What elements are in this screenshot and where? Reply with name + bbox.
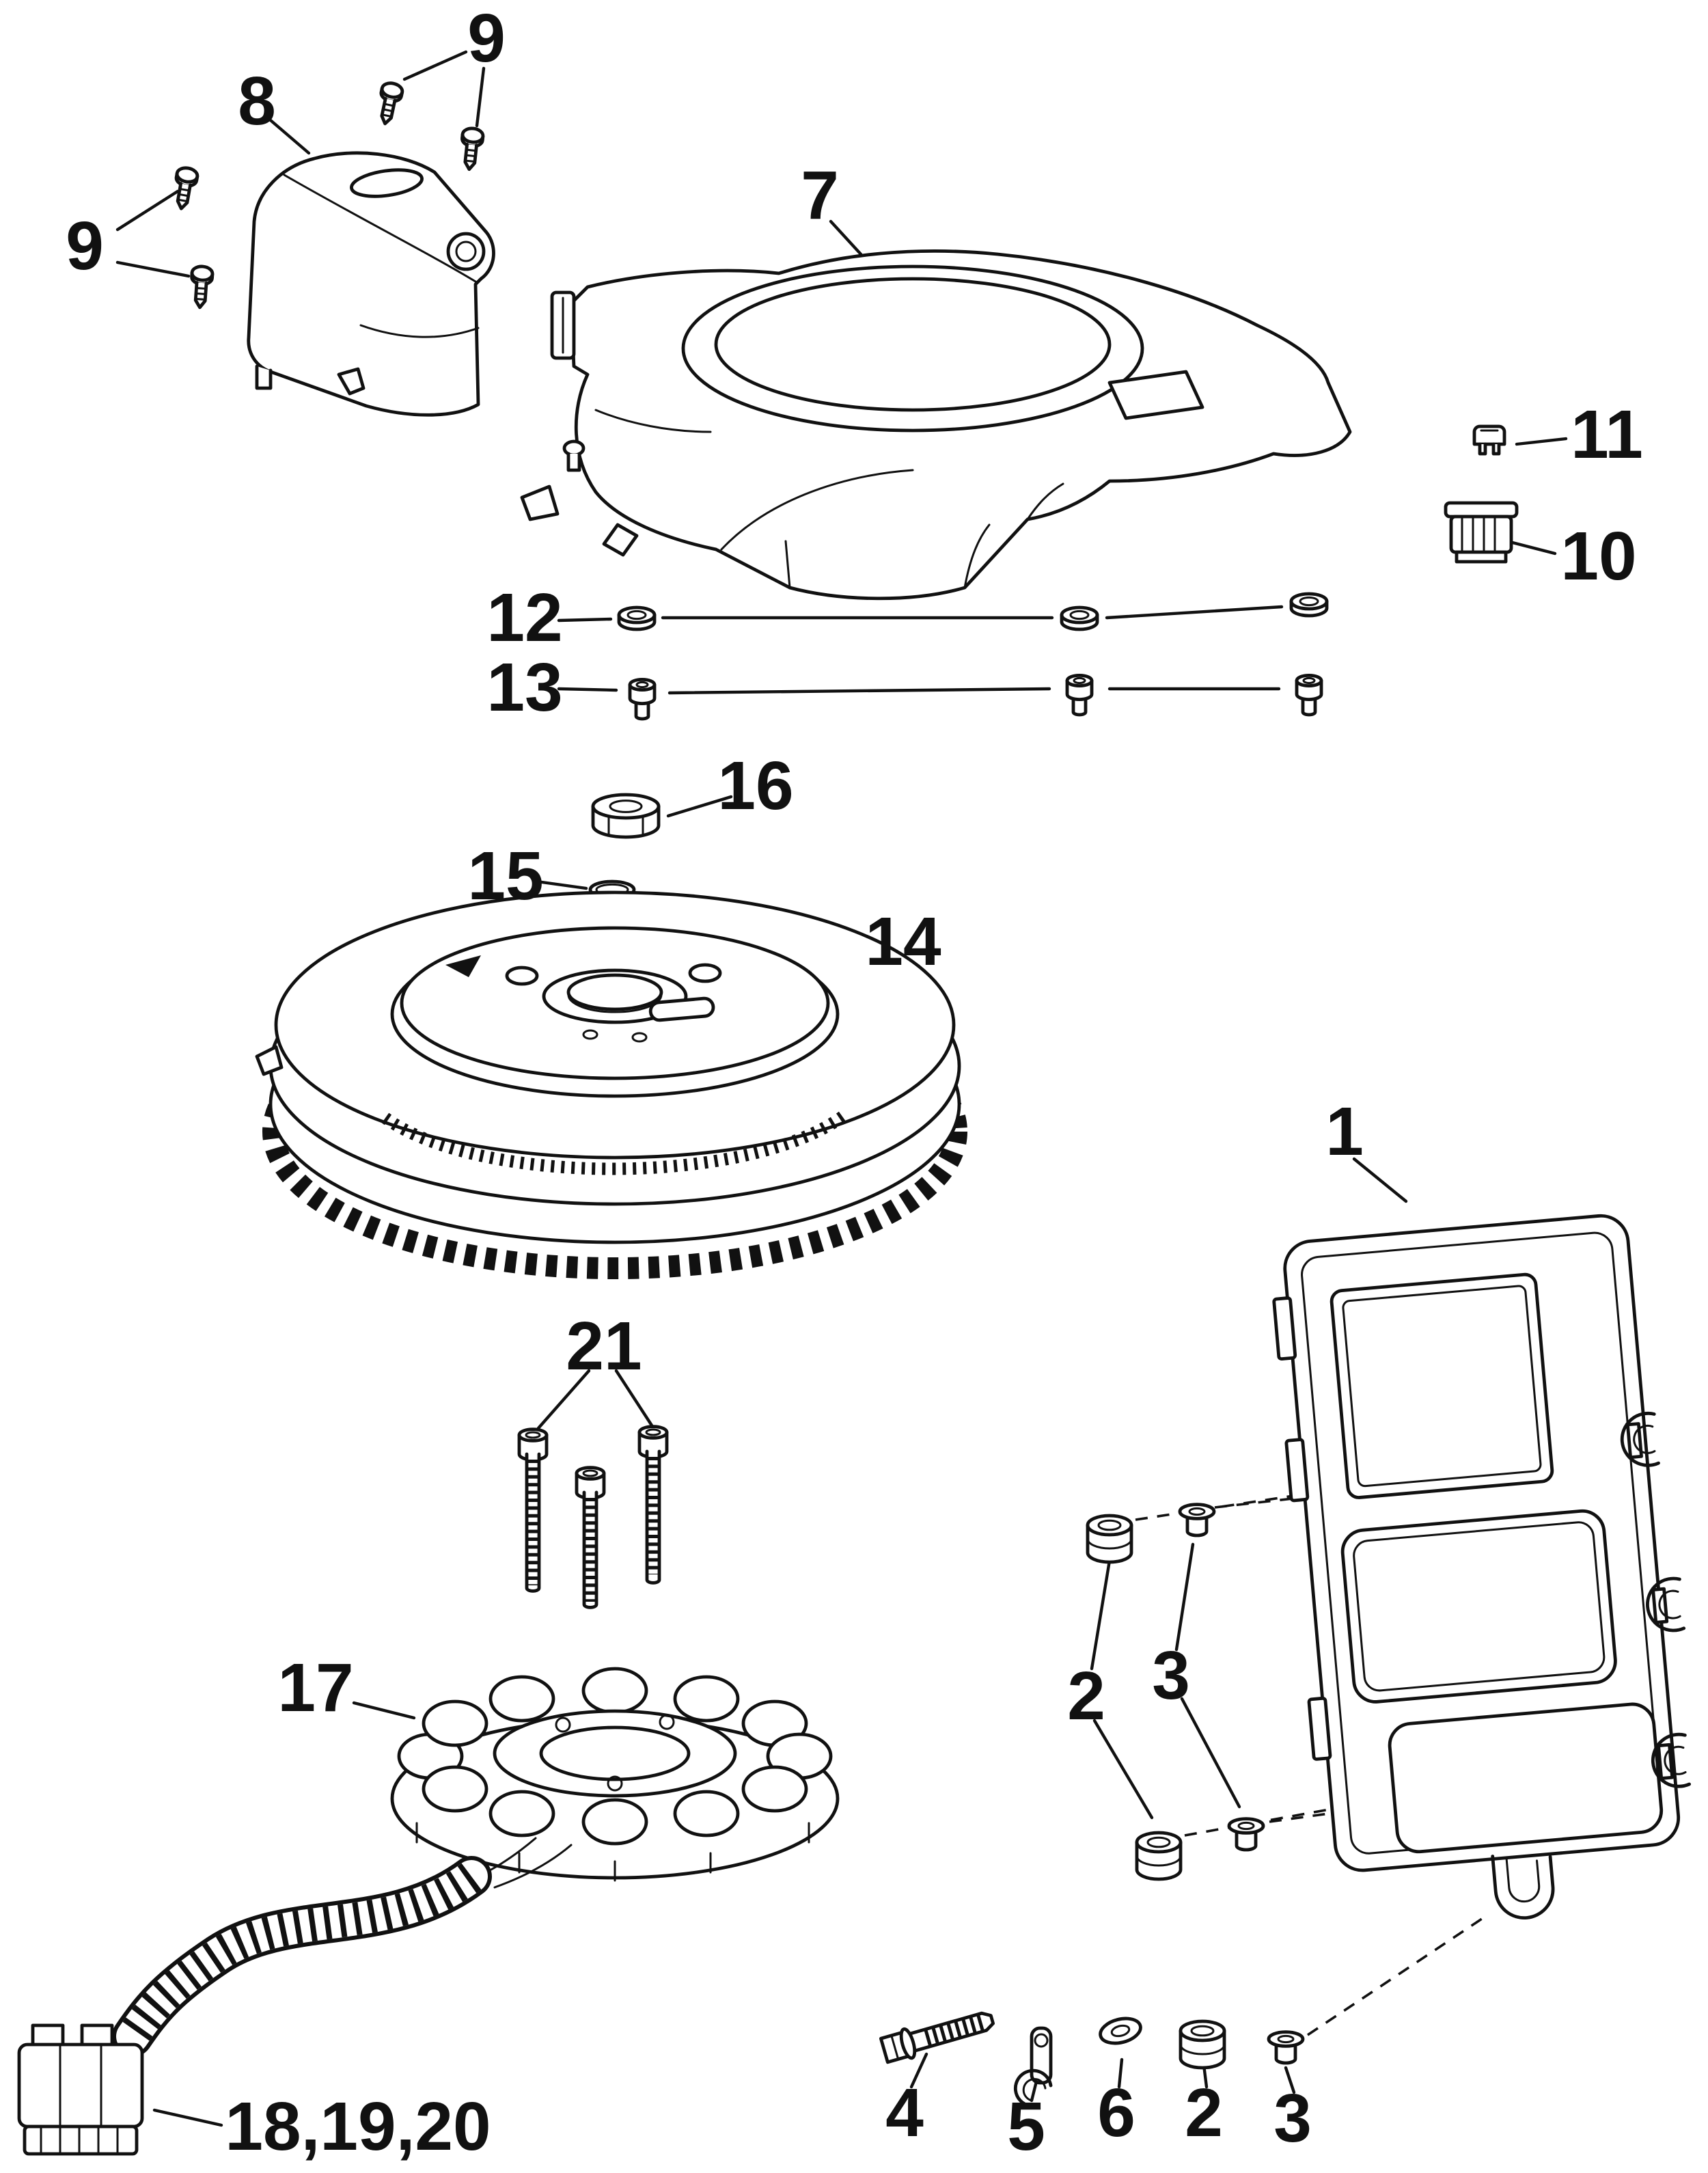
callout-label-15: 15 xyxy=(467,838,543,914)
callout-label-2-mid: 2 xyxy=(1067,1658,1105,1734)
part-21-cap-screws xyxy=(519,1427,667,1609)
callout-label-14: 14 xyxy=(865,903,941,980)
callout-label-8: 8 xyxy=(238,63,276,139)
mounting-grommets-and-bushings xyxy=(1088,1505,1303,2068)
callout-label-2-bottom: 2 xyxy=(1185,2075,1223,2151)
mounting-clip-middle xyxy=(1646,1576,1686,1632)
callout-label-5: 5 xyxy=(1007,2088,1045,2165)
part-10-fuse-holder xyxy=(1444,501,1519,564)
callout-label-18-19-20: 18,19,20 xyxy=(225,2088,491,2165)
part-18-19-20-connector xyxy=(17,2023,144,2156)
callout-label-17: 17 xyxy=(277,1650,353,1726)
part-11-fuse xyxy=(1472,424,1506,456)
part-16-nut xyxy=(591,793,661,839)
callout-label-16: 16 xyxy=(717,748,793,824)
callout-label-9-top: 9 xyxy=(467,0,506,77)
callout-label-13: 13 xyxy=(486,649,562,726)
bottom-hook-bracket xyxy=(1491,1855,1555,1920)
callout-label-9-left: 9 xyxy=(66,208,104,284)
callout-label-10: 10 xyxy=(1560,518,1636,594)
callout-label-1: 1 xyxy=(1325,1093,1364,1170)
callout-label-3-mid: 3 xyxy=(1152,1637,1190,1714)
callout-label-3-bottom: 3 xyxy=(1273,2080,1312,2157)
callout-label-6: 6 xyxy=(1097,2075,1135,2151)
mounting-clip-top xyxy=(1620,1411,1660,1467)
part-8-cover xyxy=(247,151,495,417)
callout-label-12: 12 xyxy=(486,579,562,656)
callout-label-11: 11 xyxy=(1571,396,1643,473)
callout-label-21: 21 xyxy=(566,1308,642,1384)
part-4-bolt xyxy=(879,2011,995,2064)
part-5-clamp xyxy=(1013,2026,1053,2107)
callout-label-4: 4 xyxy=(885,2075,924,2151)
mounting-clip-bottom xyxy=(1651,1732,1692,1788)
callout-label-7: 7 xyxy=(801,157,839,234)
part-7-flywheel-cover xyxy=(520,249,1352,601)
part-14-flywheel xyxy=(255,890,967,1279)
callout-labels: 9 8 9 7 11 10 12 13 16 15 14 1 21 17 2 3… xyxy=(66,0,1643,2165)
callout-leader-lines xyxy=(115,50,1568,2127)
wire-harness xyxy=(112,1856,492,2057)
part-1-control-module xyxy=(1272,1214,1692,1920)
part-17-stator xyxy=(390,1667,840,1889)
part-6-washer xyxy=(1099,2017,1142,2045)
